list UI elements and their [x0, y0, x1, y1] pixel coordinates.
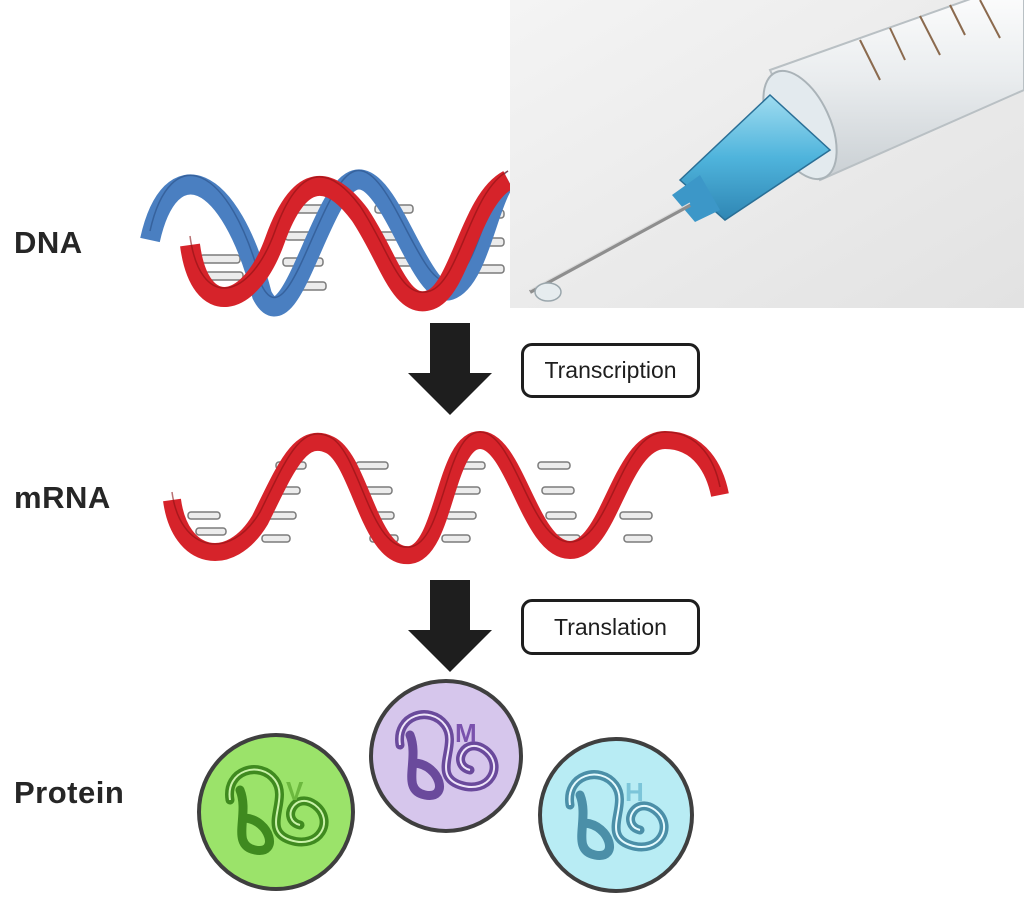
- stage-label-dna: DNA: [14, 225, 83, 260]
- transcription-step-box: Transcription: [521, 343, 700, 398]
- mrna-strand: [163, 430, 729, 564]
- stage-label-protein: Protein: [14, 775, 125, 810]
- syringe-photo: [510, 0, 1024, 308]
- protein-letter-v: V: [286, 776, 304, 806]
- translation-step-box: Translation: [521, 599, 700, 655]
- protein-m-sphere: [369, 679, 523, 833]
- translation-arrow: [408, 580, 492, 672]
- protein-h-sphere: [538, 737, 694, 893]
- transcription-arrow: [408, 323, 492, 415]
- protein-v-sphere: [197, 733, 355, 891]
- dna-helix: [140, 169, 515, 317]
- protein-letter-m: M: [455, 718, 477, 748]
- protein-letter-h: H: [625, 777, 644, 807]
- stage-label-mrna: mRNA: [14, 480, 111, 515]
